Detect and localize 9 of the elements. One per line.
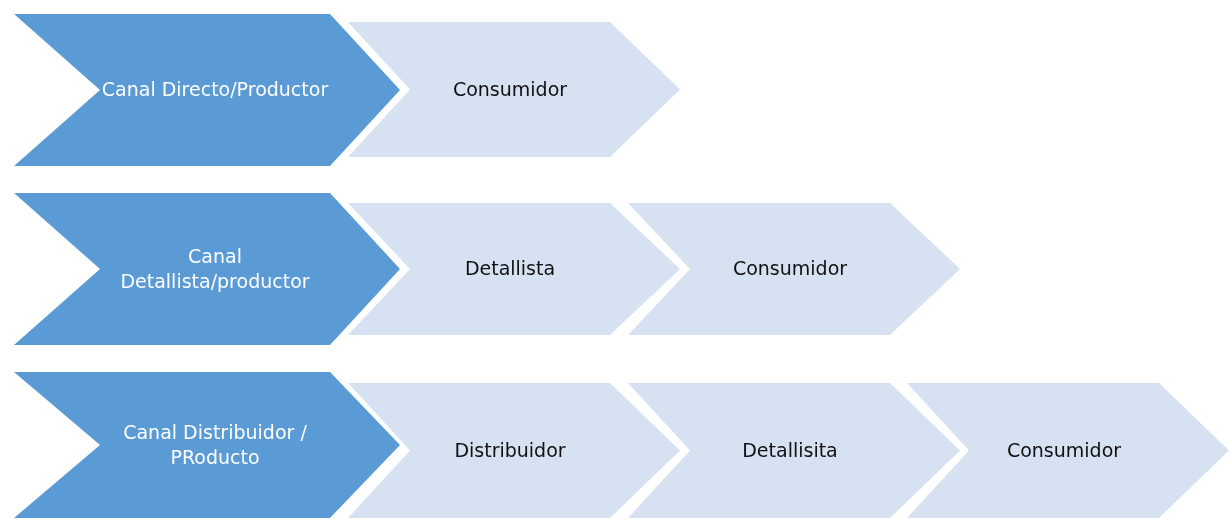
step-label: Consumidor bbox=[451, 76, 569, 102]
step-label: Detallisita bbox=[741, 437, 839, 463]
step-label: Canal Distribuidor / PRoducto bbox=[122, 419, 308, 471]
step-label: Canal Detallista/productor bbox=[119, 243, 311, 295]
step-label: Canal Directo/Productor bbox=[100, 77, 330, 102]
step-label: Distribuidor bbox=[453, 437, 567, 463]
step-label: Consumidor bbox=[731, 256, 849, 281]
step-label: Detallista bbox=[463, 256, 557, 281]
step-label: Consumidor bbox=[1005, 437, 1123, 463]
